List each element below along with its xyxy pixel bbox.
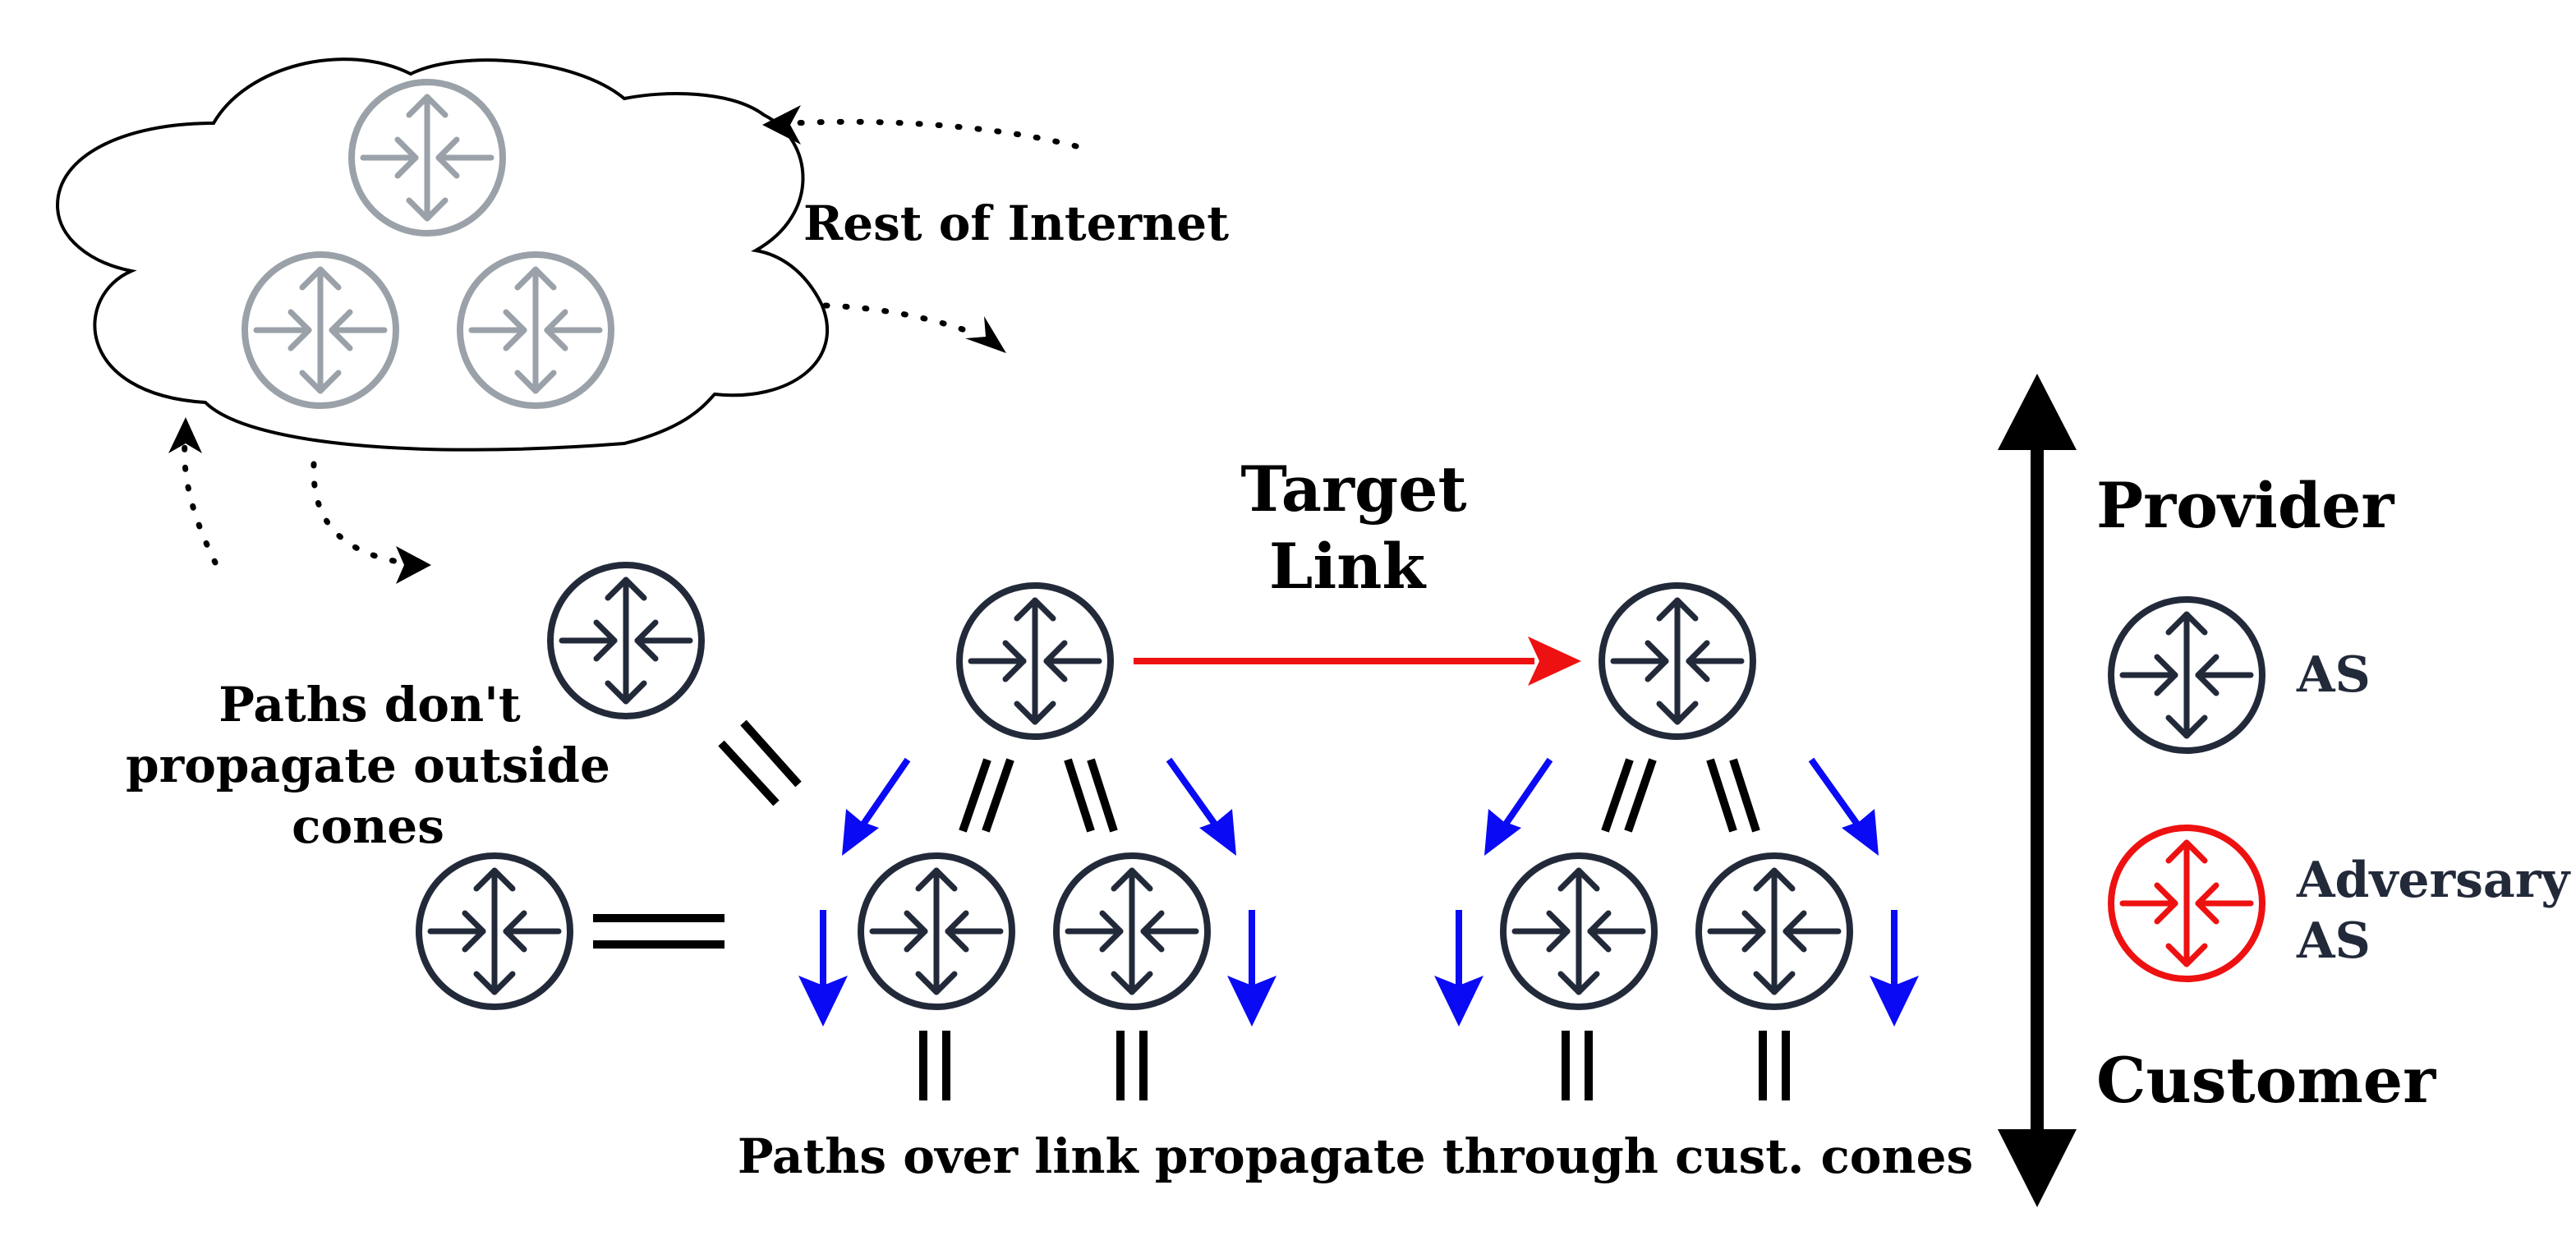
provider-label: Provider [2096, 469, 2394, 542]
right-provider-router-icon [1602, 586, 1753, 737]
cloud-icon [55, 57, 829, 452]
internet-as-right-router-icon [460, 255, 611, 406]
peer-as-upper-router-icon [550, 565, 702, 716]
dotted-arrows [182, 118, 1079, 566]
left-customer-b-router-icon [1056, 856, 1208, 1007]
left-provider-router-icon [959, 586, 1111, 737]
peer-as-lower-router-icon [419, 856, 570, 1007]
internet-as-top-router-icon [352, 82, 503, 233]
target-link-arrowhead [1528, 636, 1581, 686]
legend-as-label: AS [2296, 646, 2371, 704]
propagation-arrowheads [798, 809, 1919, 1027]
paths-dont-propagate-line2: propagate outside [126, 737, 610, 793]
right-customer-b-router-icon [1699, 856, 1850, 1007]
hierarchy-axis-bottom-arrowhead [1998, 1129, 2077, 1207]
paths-over-link-label: Paths over link propagate through cust. … [738, 1128, 1973, 1184]
legend-as-router-icon [2111, 600, 2262, 751]
connectors [593, 719, 1790, 1100]
propagation-arrows [820, 757, 1898, 985]
dotted-arrowheads [168, 105, 1006, 584]
customer-label: Customer [2096, 1044, 2436, 1117]
internet-as-left-router-icon [245, 255, 396, 406]
legend-adversary-label-line2: AS [2296, 912, 2371, 970]
left-customer-a-router-icon [861, 856, 1012, 1007]
legend-adversary-label-line1: Adversary [2296, 852, 2571, 909]
target-link-label-line2: Link [1269, 530, 1427, 603]
paths-dont-propagate-line1: Paths don't [218, 677, 521, 733]
legend-adversary-router-icon [2111, 828, 2262, 979]
paths-dont-propagate-line3: cones [292, 798, 444, 854]
rest-of-internet-label: Rest of Internet [803, 195, 1229, 251]
target-link-label-line1: Target [1240, 453, 1466, 526]
right-customer-a-router-icon [1503, 856, 1654, 1007]
hierarchy-axis-top-arrowhead [1998, 374, 2077, 450]
